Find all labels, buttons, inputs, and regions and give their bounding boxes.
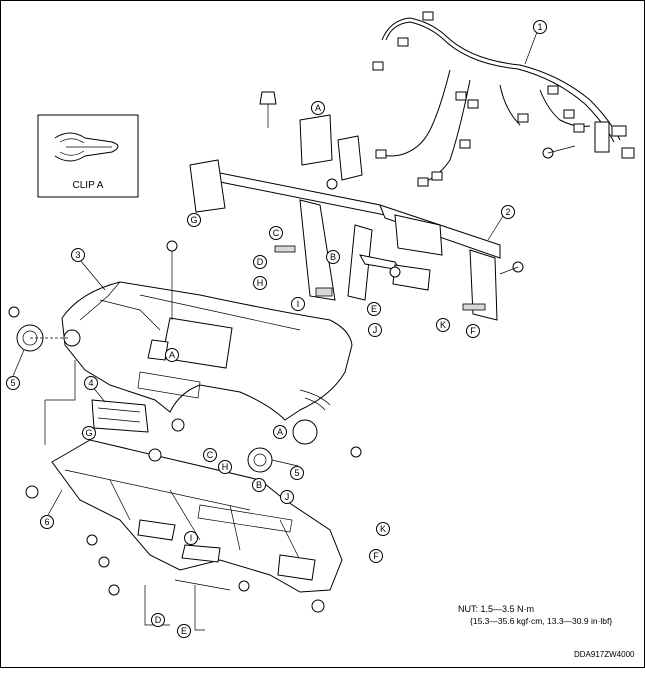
- vent-icon: [292, 419, 318, 445]
- callout-i: I: [291, 297, 305, 311]
- callout-e: E: [367, 302, 381, 316]
- wiring-harness: [372, 11, 635, 187]
- nut-icon: [389, 266, 401, 278]
- callout-a: A: [311, 101, 325, 115]
- part-number-2: 2: [501, 205, 515, 219]
- callout-f: F: [369, 549, 383, 563]
- clip-a-label: CLIP A: [73, 180, 104, 191]
- part-number-1: 1: [533, 20, 547, 34]
- nut-icon: [259, 91, 277, 105]
- callout-c: C: [203, 448, 217, 462]
- part-number-4: 4: [84, 376, 98, 390]
- screw-icon: [238, 580, 250, 592]
- screw-icon: [350, 446, 362, 458]
- callout-k: K: [376, 522, 390, 536]
- callout-d: D: [253, 255, 267, 269]
- air-vent-right: [247, 447, 273, 473]
- callout-k: K: [436, 318, 450, 332]
- callout-f: F: [466, 324, 480, 338]
- callout-j: J: [280, 490, 294, 504]
- callout-e: E: [177, 624, 191, 638]
- part-number-5-right: 5: [290, 466, 304, 480]
- torque-note-line2: {15.3—35.6 kgf·cm, 13.3—30.9 in·lbf}: [470, 616, 613, 626]
- nut-icon: [311, 599, 325, 613]
- clip-a-inset: CLIP A: [37, 114, 139, 198]
- dashboard-panel: [61, 240, 353, 445]
- center-panel-unit: [91, 399, 149, 433]
- callout-g: G: [82, 426, 96, 440]
- part-number-6: 6: [40, 515, 54, 529]
- callout-c: C: [269, 226, 283, 240]
- screw-icon: [98, 556, 110, 568]
- callout-g: G: [187, 213, 201, 227]
- callout-h: H: [218, 460, 232, 474]
- callout-h: H: [253, 276, 267, 290]
- leader-lines: [12, 31, 538, 516]
- clip-a-icon: [54, 132, 119, 162]
- part-number-5-left: 5: [6, 376, 20, 390]
- callout-i: I: [184, 531, 198, 545]
- nut-icon: [148, 448, 162, 462]
- dashboard-cross-member: [189, 91, 524, 321]
- nut-icon: [25, 485, 39, 499]
- callout-a: A: [165, 348, 179, 362]
- nut-icon: [326, 178, 338, 190]
- callout-b: B: [326, 250, 340, 264]
- callout-d: D: [151, 613, 165, 627]
- nut-icon: [171, 418, 185, 432]
- callout-b: B: [252, 478, 266, 492]
- callout-a: A: [273, 425, 287, 439]
- screw-icon: [8, 306, 20, 318]
- vent-icon: [63, 329, 81, 347]
- lower-frame: [25, 360, 362, 631]
- screw-icon: [108, 584, 120, 596]
- figure-code: DDA917ZW4000: [574, 650, 635, 659]
- callout-j: J: [368, 323, 382, 337]
- screw-icon: [166, 240, 178, 252]
- screw-icon: [86, 534, 98, 546]
- air-vents: [8, 306, 273, 473]
- part-number-3: 3: [71, 248, 85, 262]
- torque-note-line1: NUT: 1.5—3.5 N·m: [458, 604, 535, 614]
- clip-inset-box: [37, 114, 139, 198]
